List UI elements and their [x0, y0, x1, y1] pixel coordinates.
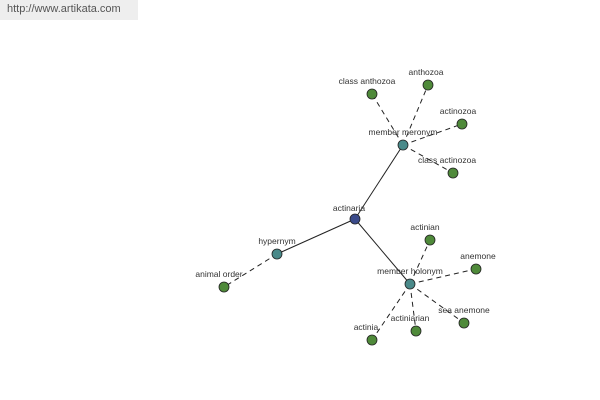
label-actiniarian: actiniarian — [391, 313, 430, 323]
edge-member-holonym-actinian — [409, 239, 431, 285]
edge-member-meronym-anthozoa — [402, 84, 429, 146]
label-animal-order: animal order — [195, 269, 242, 279]
node-class-actinozoa[interactable] — [447, 167, 459, 179]
node-anemone[interactable] — [470, 263, 482, 275]
edge-root-hypernym — [276, 218, 356, 255]
edge-member-holonym-actiniarian — [409, 283, 417, 332]
edge-hypernym-animal-order — [223, 253, 278, 288]
label-actinozoa: actinozoa — [440, 106, 477, 116]
node-animal-order[interactable] — [218, 281, 230, 293]
node-member-holonym[interactable] — [404, 278, 416, 290]
label-hypernym: hypernym — [258, 236, 295, 246]
edge-member-meronym-class-anthozoa — [371, 93, 404, 146]
label-sea-anemone: sea anemone — [438, 305, 490, 315]
source-bar: http://www.artikata.com — [0, 0, 138, 20]
node-anthozoa[interactable] — [422, 79, 434, 91]
label-member-holonym: member holonym — [377, 266, 443, 276]
edge-root-member-holonym — [354, 218, 411, 285]
node-actinaria[interactable] — [349, 213, 361, 225]
node-actinia[interactable] — [366, 334, 378, 346]
label-actinian: actinian — [410, 222, 440, 232]
source-link[interactable]: http://www.artikata.com — [7, 3, 121, 15]
label-class-anthozoa: class anthozoa — [339, 76, 396, 86]
node-actiniarian[interactable] — [410, 325, 422, 337]
edge-member-meronym-actinozoa — [402, 123, 463, 146]
node-member-meronym[interactable] — [397, 139, 409, 151]
node-actinian[interactable] — [424, 234, 436, 246]
node-class-anthozoa[interactable] — [366, 88, 378, 100]
label-actinia: actinia — [354, 322, 379, 332]
label-anemone: anemone — [460, 251, 496, 261]
node-sea-anemone[interactable] — [458, 317, 470, 329]
node-actinozoa[interactable] — [456, 118, 468, 130]
node-hypernym[interactable] — [271, 248, 283, 260]
label-actinaria: actinaria — [333, 203, 365, 213]
edge-member-holonym-actinia — [371, 283, 411, 341]
edge-member-holonym-anemone — [409, 268, 477, 285]
label-member-meronym: member meronym — [369, 127, 438, 137]
edge-root-member-meronym — [354, 144, 404, 220]
label-anthozoa: anthozoa — [409, 67, 444, 77]
edge-member-holonym-sea-anemone — [409, 283, 465, 324]
label-class-actinozoa: class actinozoa — [418, 155, 476, 165]
edge-member-meronym-class-actinozoa — [402, 144, 454, 174]
